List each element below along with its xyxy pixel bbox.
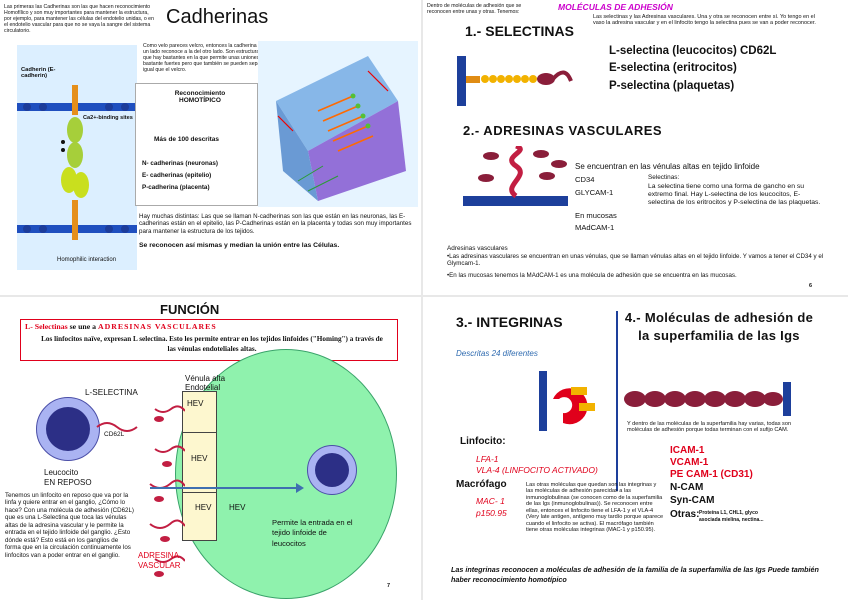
funcion-box: L- Selectinas se une a ADRESINAS VASCULA… <box>20 319 398 361</box>
page-title: Cadherinas <box>166 6 269 28</box>
slide-cadherinas: Las primeras las Cadherinas son las que … <box>0 0 421 295</box>
otras-label: Otras: <box>670 509 700 520</box>
reposo-label: EN REPOSO <box>44 478 92 487</box>
permite-text: Permite la entrada en el tejido linfoide… <box>272 518 353 548</box>
adresinas-found: Se encuentran en las vénulas altas en te… <box>575 162 760 171</box>
igs-title: 4.- Moléculas de adhesión de la superfam… <box>624 310 814 343</box>
homophilic-label: Homophilic interaction <box>57 257 117 263</box>
adresin-illustration <box>463 146 568 206</box>
hev-column <box>182 391 217 541</box>
icam1: ICAM-1 <box>670 445 705 456</box>
selectinas-list: L-selectina (leucocitos) CD62L E-selecti… <box>609 43 776 95</box>
ig-superfamily-illustration <box>624 382 791 416</box>
funcion-title: FUNCIÓN <box>160 302 220 317</box>
binding-sites-label: Ca2+-binding sites <box>83 115 133 121</box>
selectin-illustration <box>457 56 573 106</box>
selectinas-title: 1.- SELECTINAS <box>465 23 574 39</box>
velcro-text: Como velo pareces velcro, entonces la ca… <box>143 43 267 73</box>
linfocito-label: Linfocito: <box>460 436 506 447</box>
lfa1-label: LFA-1 <box>476 454 499 464</box>
box-title: Reconocimiento HOMOTÍPICO <box>174 90 226 104</box>
integrin-illustration <box>539 371 595 431</box>
funcion-box-line2: Los linfocitos naïve, expresan L selecti… <box>41 335 383 354</box>
e-selectina: E-selectina (eritrocitos) <box>609 62 737 75</box>
page-number-6: 6 <box>809 283 813 289</box>
leucocito-label: Leucocito <box>44 468 79 477</box>
bottom-bold-text: Se reconocen así mismas y median la unió… <box>139 242 340 249</box>
homotypic-box: Reconocimiento HOMOTÍPICO Más de 100 des… <box>135 83 258 206</box>
hev-label-3: HEV <box>195 503 212 512</box>
funcion-box-line1: L- Selectinas se une a ADRESINAS VASCULA… <box>25 322 217 331</box>
p150-label: p150.95 <box>476 508 507 518</box>
page-number-7: 7 <box>387 583 391 589</box>
otras-list: Proteína L1, CHL1, glyco asociada mielin… <box>699 510 764 523</box>
adhesion-header: MOLÉCULAS DE ADHESIÓN <box>558 2 673 12</box>
node-cell-nucleus <box>315 453 349 487</box>
vcam1: VCAM-1 <box>670 457 709 468</box>
adresina-label: ADRESINA VASCULAR <box>138 551 181 570</box>
selectinas-head: Selectinas: <box>648 174 680 181</box>
glycam: GLYCAM-1 <box>575 188 614 197</box>
integrinas-explain: Las otras moléculas que quedan son las i… <box>526 482 664 533</box>
syncam: Syn-CAM <box>670 495 715 506</box>
madcam: MAdCAM-1 <box>575 223 615 232</box>
l-selectina-label: L-SELECTINA <box>85 388 138 397</box>
hev-label-4: HEV <box>229 503 246 512</box>
adresinas-bullet-1: •Las adresinas vasculares se encuentran … <box>447 253 824 268</box>
slide-integrinas: 3.- INTEGRINAS Descritas 24 diferentes 4… <box>423 297 848 600</box>
hev-label-1: HEV <box>187 399 204 408</box>
ig-note: Y dentro de las moléculas de la superfam… <box>627 421 792 434</box>
se-une-text: se une a <box>67 322 98 331</box>
adresinas-text: ADRESINAS VASCULARES <box>98 322 217 331</box>
l-selectinas-text: L- Selectinas <box>25 322 68 331</box>
selectinas-note: Las selectinas y las Adresinas vasculare… <box>593 14 816 27</box>
mucosas: En mucosas <box>575 211 617 220</box>
p-selectina: P-selectina (plaquetas) <box>609 79 735 92</box>
l-selectina: L-selectina (leucocitos) CD62L <box>609 45 777 57</box>
slide-funcion: FUNCIÓN L- Selectinas se une a ADRESINAS… <box>0 297 421 600</box>
adhesion-note: Dentro de moléculas de adhesión que se r… <box>427 3 522 15</box>
adresinas-caption: Adresinas vasculares <box>447 245 508 252</box>
leucocito-nucleus <box>46 407 90 451</box>
junction-illustration <box>276 56 406 201</box>
box-e-cadherin: E- cadherinas (epitelio) <box>142 172 212 179</box>
cd34: CD34 <box>575 175 595 184</box>
box-n-cadherin: N- cadherinas (neuronas) <box>142 160 218 167</box>
cadherin-diagram: Cadherin (E-cadherin) Ca2+-binding sites… <box>17 45 137 270</box>
junction-diagram <box>258 41 418 207</box>
horizontal-divider <box>0 295 848 297</box>
integrinas-footer: Las integrinas reconocen a moléculas de … <box>451 565 819 584</box>
vla4-label: VLA-4 (LINFOCITO ACTIVADO) <box>476 465 598 475</box>
adresinas-bullet-2: •En las mucosas tenemos la MAdCAM-1 es u… <box>447 272 737 279</box>
bottom-text: Hay muchas distintas: Las que se llaman … <box>139 213 412 235</box>
hev-label-2: HEV <box>191 454 208 463</box>
box-count: Más de 100 descritas <box>154 136 220 143</box>
endotelial-label: Endotelial <box>185 383 221 392</box>
cd62l-label: CD62L <box>104 431 125 438</box>
intro-text: Las primeras las Cadherinas son las que … <box>4 4 154 34</box>
vertical-divider <box>421 0 423 600</box>
venula-label: Vénula alta <box>185 374 226 383</box>
cadherin-label: Cadherin (E-cadherin) <box>21 67 56 79</box>
resting-story: Tenemos un linfocito en reposo que va po… <box>5 492 134 559</box>
integrinas-divider <box>616 311 618 491</box>
adresinas-title: 2.- ADRESINAS VASCULARES <box>463 123 663 138</box>
entry-arrowhead <box>296 483 304 493</box>
box-p-cadherin: P-cadherina (placenta) <box>142 184 210 191</box>
selectinas-explain: La selectina tiene como una forma de gan… <box>648 183 821 207</box>
integrinas-title: 3.- INTEGRINAS <box>456 314 563 330</box>
entry-arrow <box>150 487 298 489</box>
cadherin-illustration <box>17 85 137 240</box>
pecam1: PE CAM-1 (CD31) <box>670 469 753 480</box>
ncam: N-CAM <box>670 482 704 493</box>
macrofago-label: Macrófago <box>456 479 507 490</box>
slide-moleculas-adhesion: Dentro de moléculas de adhesión que se r… <box>423 0 848 295</box>
descritas-text: Descritas 24 diferentes <box>456 349 538 358</box>
mac1-label: MAC- 1 <box>476 496 505 506</box>
